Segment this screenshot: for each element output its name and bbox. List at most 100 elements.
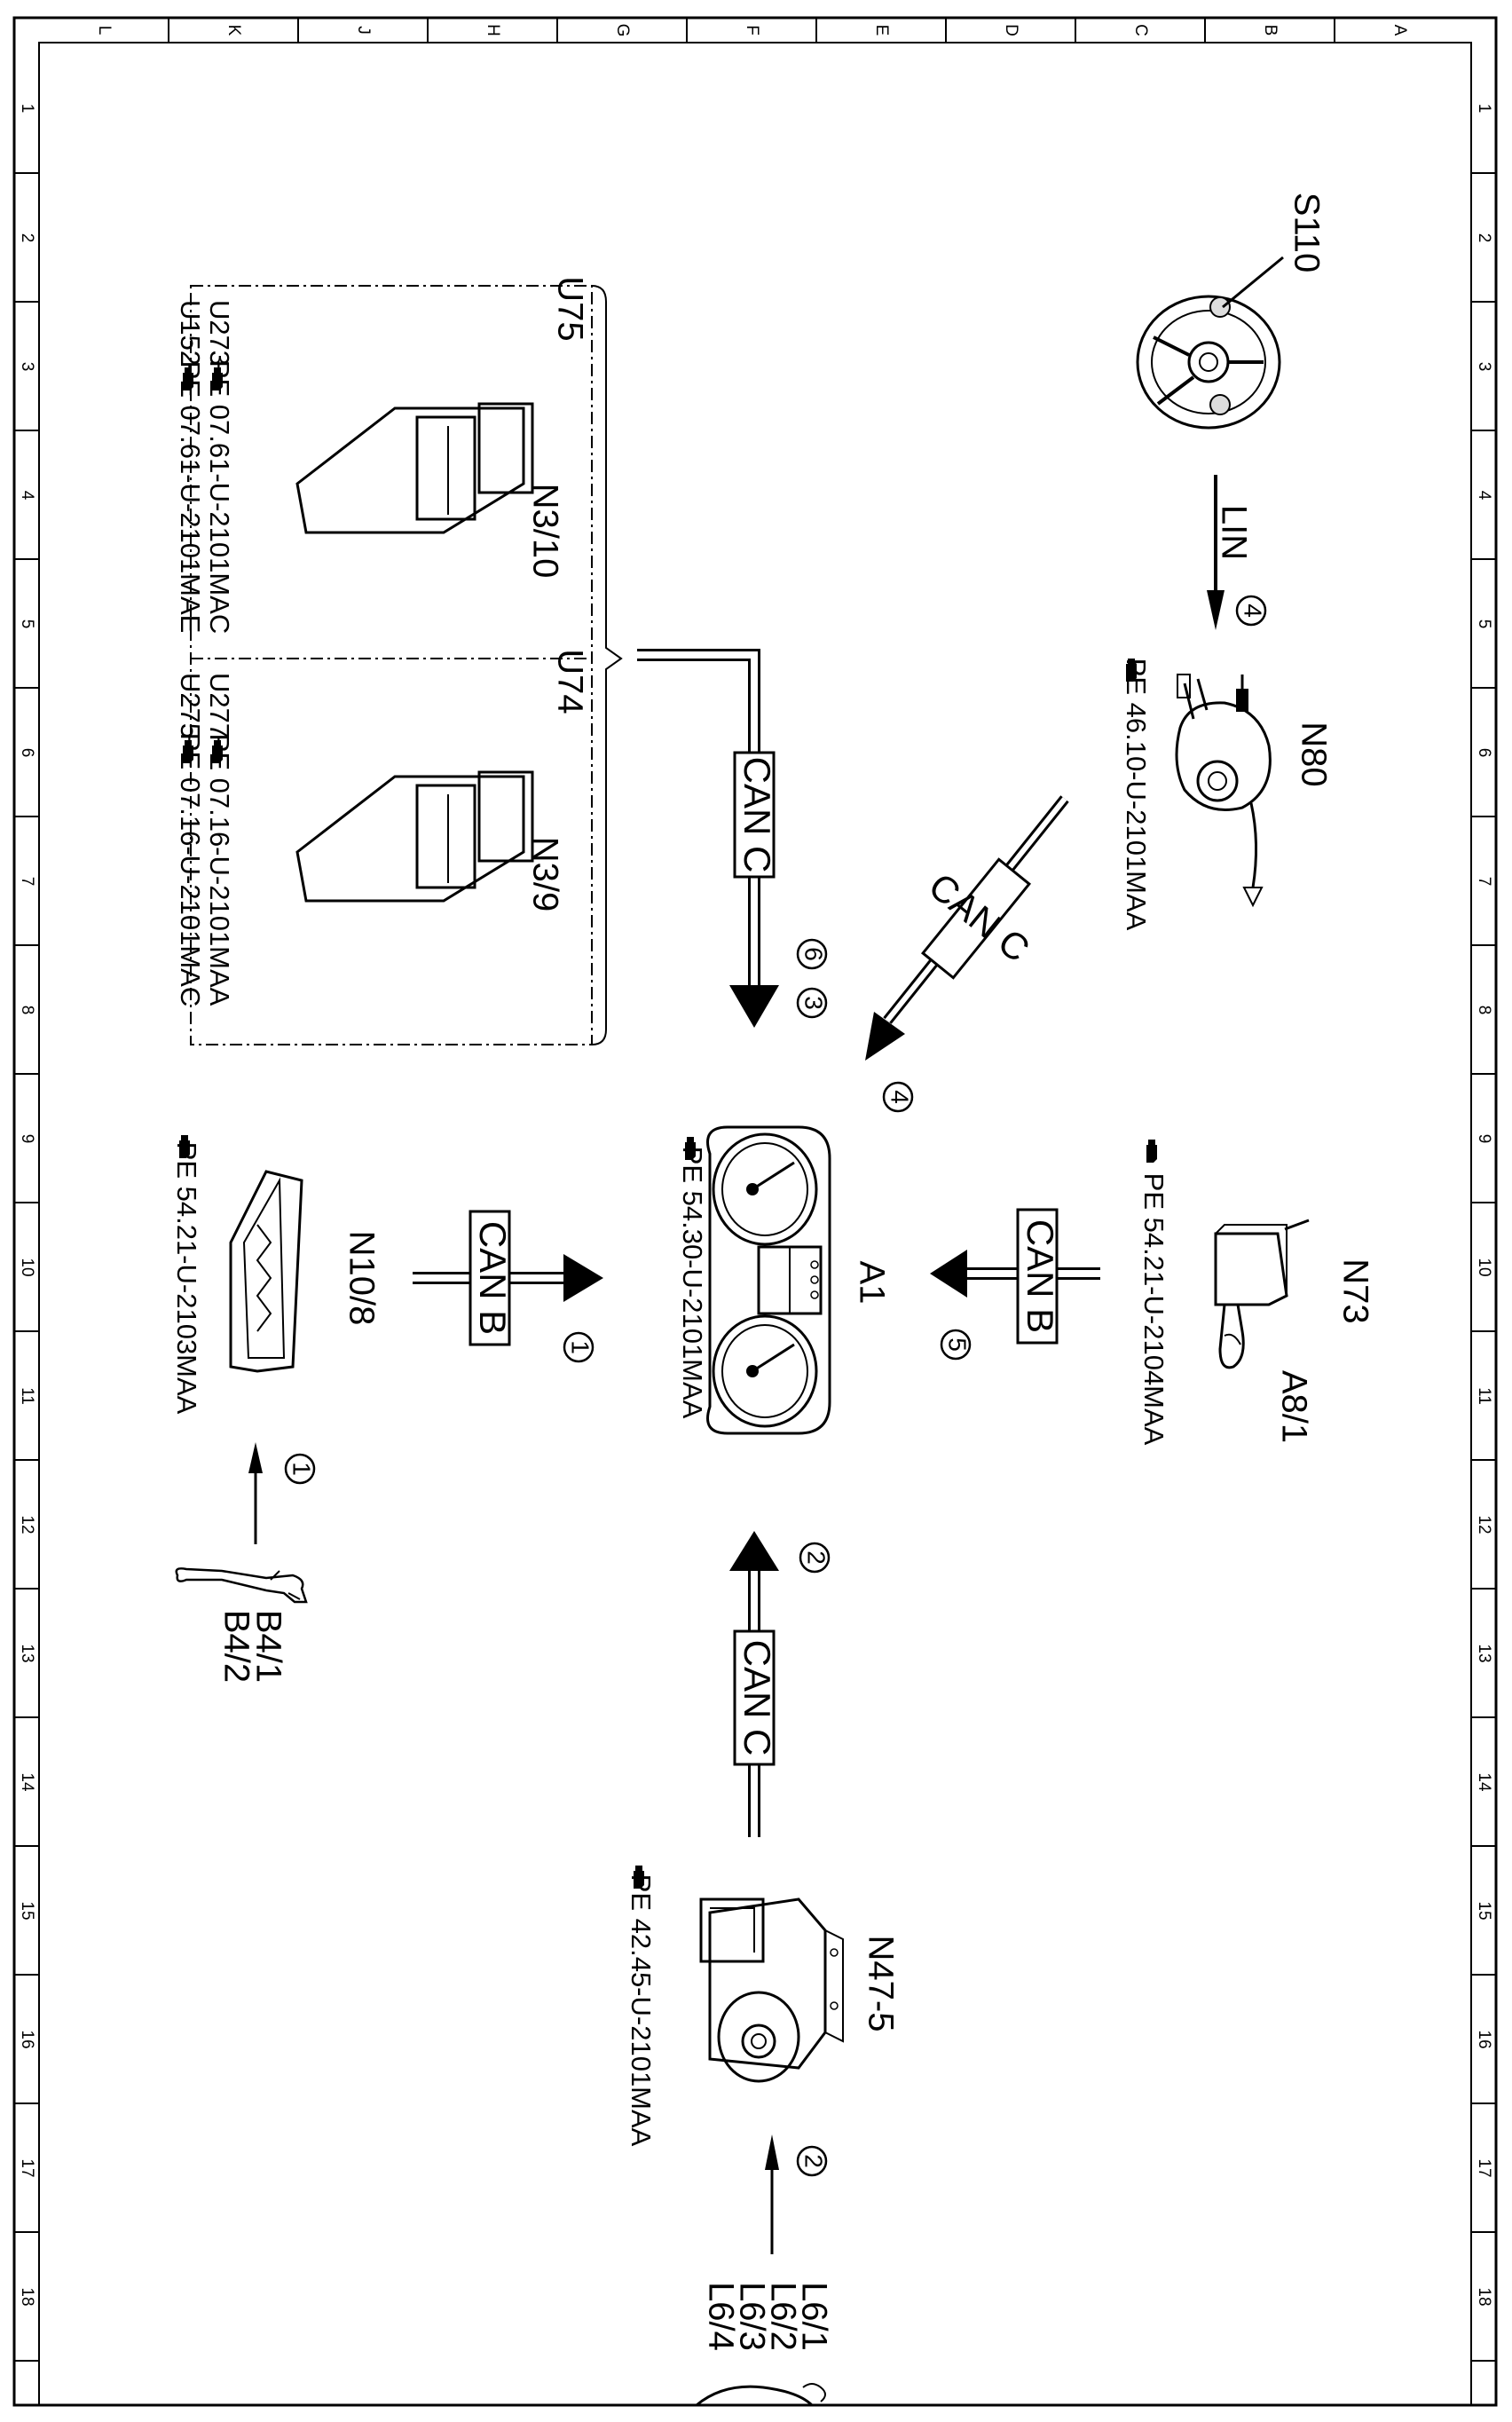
ref-u152: PE 07.61-U-2101MAE	[175, 361, 206, 634]
ref-u273: PE 07.61-U-2101MAC	[204, 360, 235, 634]
ignition-switch-n73	[1214, 1219, 1310, 1369]
label-n80: N80	[1294, 722, 1333, 786]
row-number-6-right: 6	[1475, 748, 1493, 758]
column-letter-l: L	[95, 26, 114, 36]
marker-circle	[799, 1542, 831, 1574]
column-letter-h: H	[484, 24, 502, 36]
drawing-frame	[12, 16, 1498, 2407]
esp-control-unit-n47-5	[699, 1897, 844, 2083]
label-n3-10: N3/10	[525, 484, 564, 579]
code-u152: U152	[175, 300, 206, 366]
label-n47-5: N47-5	[861, 1936, 900, 2032]
marker-can-c-6: 6	[800, 947, 828, 961]
can-c-n47-tag	[733, 1629, 776, 1766]
column-letter-g: G	[613, 24, 632, 37]
marker-circle	[796, 987, 828, 1019]
row-number-15-left: 15	[18, 1901, 36, 1920]
steering-column-module-n80	[1175, 674, 1272, 908]
row-number-9-right: 9	[1475, 1134, 1493, 1144]
lin-arrow	[1207, 475, 1225, 630]
label-u75: U75	[550, 276, 589, 341]
label-l6-2: L6/2	[763, 2282, 802, 2351]
can-b-n10-tag	[469, 1210, 511, 1346]
marker-b4-1: 1	[288, 1462, 316, 1476]
marker-n80-4: 4	[886, 1090, 914, 1104]
row-number-8-right: 8	[1475, 1006, 1493, 1015]
column-letter-f: F	[743, 25, 761, 36]
row-number-13-left: 13	[18, 1644, 36, 1662]
row-number-5-left: 5	[18, 619, 36, 629]
row-number-16-left: 16	[18, 2030, 36, 2048]
switch-icon	[1209, 394, 1231, 415]
pointing-hand-icon	[685, 1137, 696, 1160]
row-number-4-right: 4	[1475, 491, 1493, 501]
row-number-16-right: 16	[1475, 2030, 1493, 2048]
ref-a1: PE 54.30-U-2101MAA	[677, 1147, 708, 1419]
row-number-7-right: 7	[1475, 877, 1493, 887]
instrument-cluster-a1	[706, 1125, 831, 1435]
column-letter-a: A	[1390, 25, 1409, 36]
row-number-3-right: 3	[1475, 362, 1493, 372]
row-number-2-right: 2	[1475, 233, 1493, 243]
marker-n73-5: 5	[944, 1337, 972, 1352]
marker-n47-2: 2	[803, 1550, 831, 1565]
row-ruler: 1 2 3 4 5 6 7 8 9 10 11 12 13 14 15 16 1…	[14, 104, 1496, 2362]
column-letter-c: C	[1131, 24, 1150, 36]
engine-ecu-n3-9	[295, 770, 534, 903]
fuel-sensor-b4	[175, 1442, 308, 1604]
label-n10-8: N10/8	[342, 1231, 381, 1326]
marker-circle	[284, 1453, 316, 1485]
pointing-hand-icon	[1146, 1140, 1157, 1163]
column-letter-k: K	[224, 25, 243, 36]
pointing-hand-icon	[183, 740, 193, 763]
can-c-engine-tag	[733, 751, 776, 879]
row-number-13-right: 13	[1475, 1644, 1493, 1662]
pointing-hand-icon	[212, 740, 223, 763]
label-n3-9: N3/9	[525, 837, 564, 912]
row-number-1-left: 1	[18, 104, 36, 114]
row-number-15-right: 15	[1475, 1901, 1493, 1920]
can-b-n73-label: CAN B	[1020, 1219, 1061, 1333]
row-number-17-left: 17	[18, 2158, 36, 2177]
row-number-8-left: 8	[18, 1006, 36, 1015]
column-letter-j: J	[354, 26, 373, 35]
row-number-10-left: 10	[18, 1258, 36, 1276]
row-number-17-right: 17	[1475, 2158, 1493, 2177]
can-c-engine-label: CAN C	[736, 757, 778, 873]
marker-circle	[940, 1329, 972, 1361]
column-ruler: L K J H G F E D C B A	[95, 18, 1409, 43]
can-b-n73-arrow	[930, 1250, 1100, 1298]
ref-n73: PE 54.21-U-2104MAA	[1138, 1173, 1169, 1446]
label-l6-4: L6/4	[701, 2282, 740, 2351]
row-number-6-left: 6	[18, 748, 36, 758]
pointing-hand-icon	[179, 1135, 190, 1158]
label-s110: S110	[1287, 193, 1326, 272]
column-letter-e: E	[872, 25, 891, 36]
column-letter-b: B	[1261, 25, 1280, 36]
row-number-1-right: 1	[1475, 104, 1493, 114]
code-u273: U273	[204, 300, 235, 366]
can-b-n73-tag	[1016, 1208, 1059, 1345]
steering-wheel-s110	[1136, 256, 1284, 430]
ref-n10-8: PE 54.21-U-2103MAA	[171, 1142, 202, 1415]
row-number-9-left: 9	[18, 1134, 36, 1144]
row-number-7-left: 7	[18, 877, 36, 887]
label-l6-1: L6/1	[794, 2282, 833, 2351]
switch-icon	[1209, 296, 1231, 318]
lin-label: LIN	[1214, 505, 1253, 560]
label-n73: N73	[1335, 1258, 1374, 1323]
marker-n10-1: 1	[567, 1340, 595, 1354]
label-l6-3: L6/3	[732, 2282, 771, 2351]
ref-n47-5: PE 42.45-U-2101MAA	[626, 1874, 657, 2147]
row-number-18-left: 18	[18, 2287, 36, 2306]
engine-ecu-group	[190, 285, 623, 1045]
row-number-3-left: 3	[18, 362, 36, 372]
row-number-14-right: 14	[1475, 1772, 1493, 1792]
ref-u275: PE 07.16-U-2101MAC	[175, 733, 206, 1006]
label-a1: A1	[852, 1261, 891, 1305]
row-number-14-left: 14	[18, 1772, 36, 1792]
row-number-4-left: 4	[18, 491, 36, 501]
row-number-12-left: 12	[18, 1515, 36, 1534]
